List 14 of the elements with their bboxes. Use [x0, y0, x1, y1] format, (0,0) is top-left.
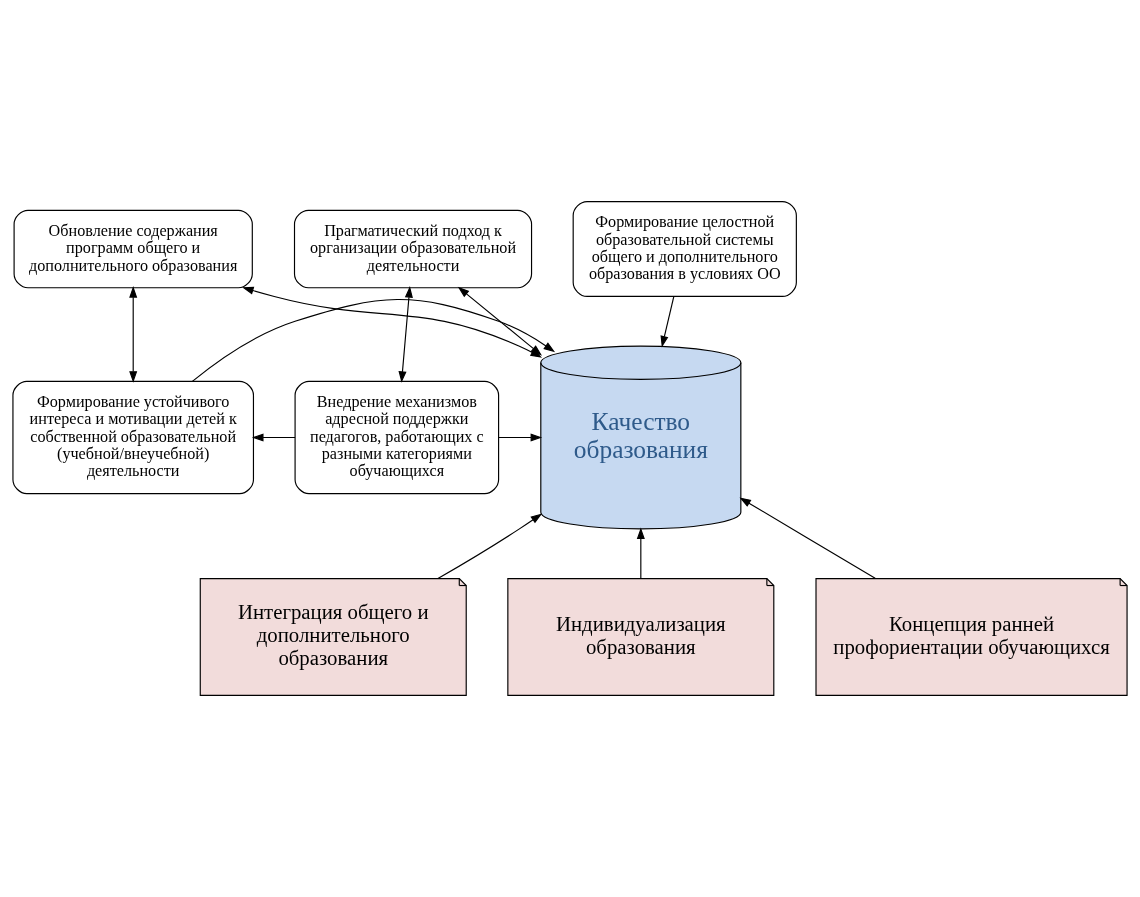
arrow — [636, 527, 645, 580]
arrow — [437, 513, 543, 580]
arrow — [129, 286, 138, 383]
arrow — [251, 433, 296, 442]
arrow — [191, 298, 556, 382]
arrow — [498, 433, 543, 442]
node-box: Внедрение механизмов адресной поддержки педагогов, работающих с разными категориями обучающихся — [294, 380, 500, 495]
node-box: Формирование целостной образовательной системы общего и дополнительного образования в условиях ОО — [572, 201, 797, 297]
arrow — [739, 497, 876, 579]
node-box: Формирование устойчивого интереса и мотивации детей к собственной образовательной (учебной/внеучебной) деятельности — [12, 380, 255, 495]
node-box: Обновление содержания программ общего и дополнительного образования — [13, 209, 253, 289]
node-box: Прагматический подход к организации образовательной деятельности — [293, 209, 533, 289]
arrow — [660, 296, 675, 348]
arrow — [398, 286, 413, 383]
